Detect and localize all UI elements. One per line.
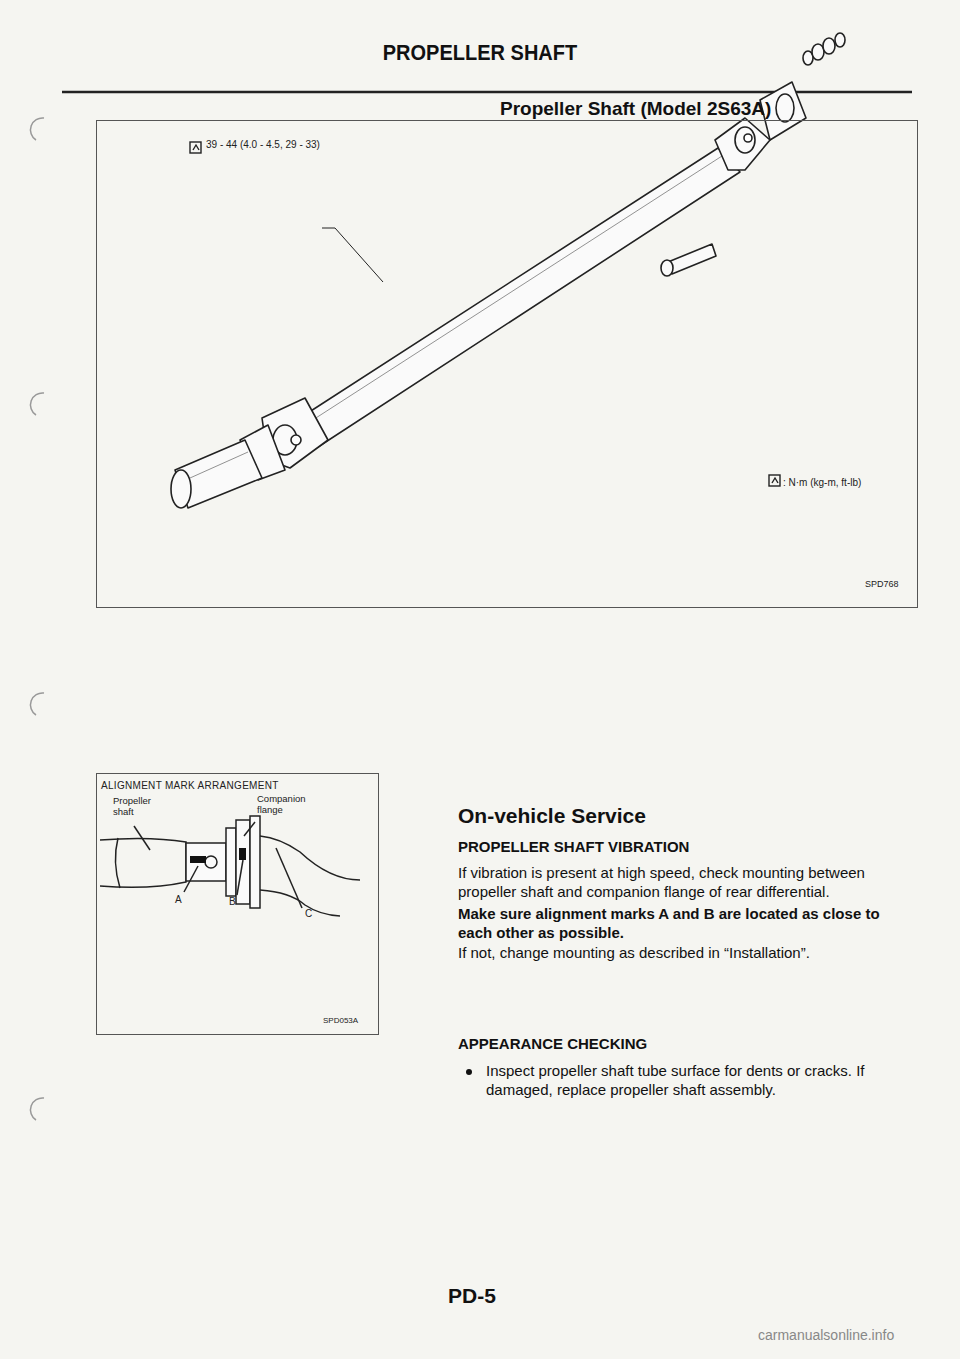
figure-code: SPD053A — [323, 1016, 358, 1025]
part-name: Propeller shaft — [113, 796, 157, 818]
part-name: Companion flange — [257, 794, 319, 816]
subheading: APPEARANCE CHECKING — [458, 1035, 647, 1054]
body-text: If vibration is present at high speed, c… — [458, 864, 916, 902]
figure-frame: 39 - 44 (4.0 - 4.5, 29 - 33) : N·m (kg-m,… — [96, 120, 918, 608]
page-heading: PROPELLER SHAFT — [330, 39, 630, 67]
page-number: PD-5 — [448, 1283, 496, 1309]
section-heading: Propeller Shaft (Model 2S63A) — [500, 97, 771, 121]
figure-heading: ALIGNMENT MARK ARRANGEMENT — [101, 780, 279, 792]
section-heading: On-vehicle Service — [458, 803, 646, 829]
figure-code: SPD768 — [865, 579, 899, 589]
watermark: carmanualsonline.info — [758, 1327, 894, 1345]
mark-letter: A — [175, 894, 182, 906]
mark-letter: C — [305, 908, 312, 920]
mark-letter: B — [229, 896, 236, 908]
body-text: If not, change mounting as described in … — [458, 944, 916, 963]
torque-spec: 39 - 44 (4.0 - 4.5, 29 - 33) — [206, 139, 320, 151]
bullet-text: Inspect propeller shaft tube surface for… — [486, 1062, 916, 1100]
warning-text: Make sure alignment marks A and B are lo… — [458, 905, 916, 943]
figure-frame: ALIGNMENT MARK ARRANGEMENT Propeller shaf… — [96, 773, 379, 1035]
subheading: PROPELLER SHAFT VIBRATION — [458, 838, 689, 857]
unit-legend: : N·m (kg-m, ft-lb) — [783, 477, 861, 489]
